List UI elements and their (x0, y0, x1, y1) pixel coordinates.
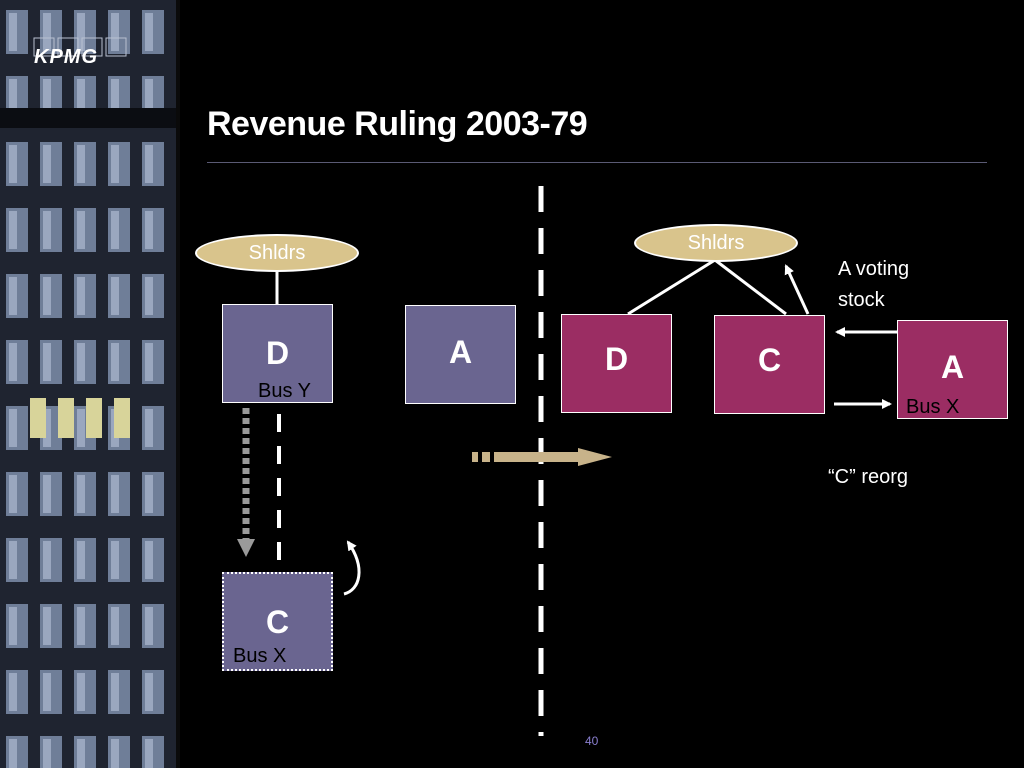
left-c-label: C (265, 604, 290, 640)
transition-arrow-tail-2 (482, 452, 490, 462)
right-a-box: A (897, 320, 1015, 426)
right-d-label: D (604, 341, 629, 377)
transition-arrow-tail-1 (472, 452, 478, 462)
voting-stock-note-line1: A voting (838, 258, 910, 280)
logo-text: KPMG (34, 46, 98, 68)
right-a-business: Bus X (906, 396, 960, 418)
kpmg-logo: KPMG (0, 0, 178, 82)
shldrs-to-d-right-line (627, 258, 716, 316)
left-d-box: D (222, 304, 340, 410)
right-c-box: C (714, 315, 832, 421)
building-photo (0, 0, 180, 768)
distribution-curved-arrow (343, 540, 361, 596)
left-a-box: A (405, 305, 523, 411)
right-d-box: D (561, 314, 679, 420)
left-a-label: A (448, 334, 473, 370)
left-d-business: Bus Y (258, 380, 311, 402)
right-a-label: A (940, 349, 965, 385)
transition-arrow (494, 448, 612, 466)
left-c-box: C (222, 572, 339, 677)
left-d-label: D (265, 335, 290, 371)
right-shareholders-oval: Shldrs (634, 224, 798, 262)
right-c-label: C (757, 342, 782, 378)
shldrs-to-c-right-line (714, 258, 787, 316)
left-shareholders-label: Shldrs (248, 242, 306, 264)
c-reorg-note: “C” reorg (828, 466, 909, 488)
c-voting-stock-arrow (784, 264, 810, 315)
slide-title: Revenue Ruling 2003-79 (207, 105, 588, 143)
slide-number: 40 (585, 734, 599, 748)
left-c-business: Bus X (233, 645, 287, 667)
title-divider (207, 162, 987, 163)
right-shareholders-label: Shldrs (687, 232, 745, 254)
voting-stock-note-line2: stock (838, 289, 885, 311)
left-shareholders-oval: Shldrs (195, 234, 359, 272)
